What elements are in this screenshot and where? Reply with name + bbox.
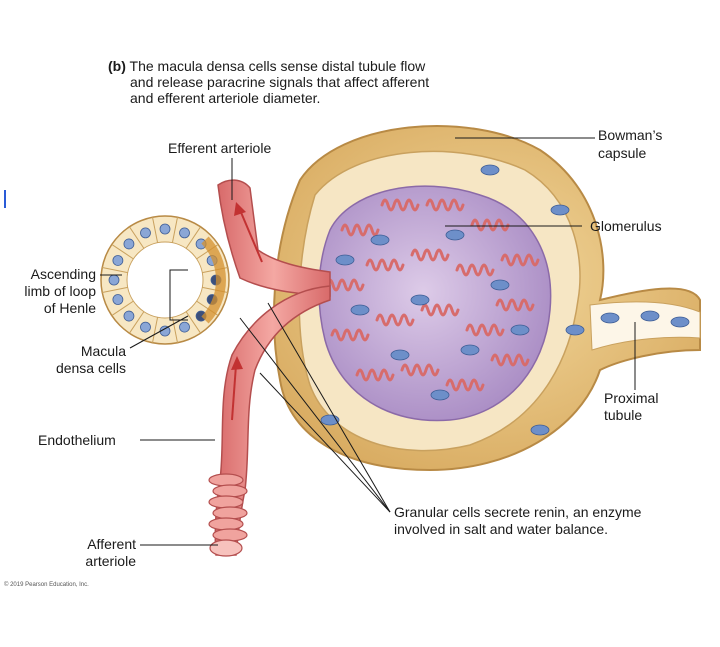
label-proximal-1: Proximal (604, 390, 658, 407)
label-proximal-2: tubule (604, 407, 642, 424)
coil-ring (213, 507, 247, 519)
tubule-cell-nucleus (180, 228, 190, 238)
label-endothelium: Endothelium (38, 432, 116, 449)
nucleus (601, 313, 619, 323)
label-granular-1: Granular cells secrete renin, an enzyme (394, 504, 641, 521)
tubule-cell-nucleus (140, 322, 150, 332)
nucleus (671, 317, 689, 327)
caption-prefix: (b) (108, 58, 126, 74)
nucleus (491, 280, 509, 290)
tubule-cell-nucleus (140, 228, 150, 238)
nucleus (511, 325, 529, 335)
nucleus (531, 425, 549, 435)
caption-line-3: and efferent arteriole diameter. (108, 90, 429, 106)
label-granular-2: involved in salt and water balance. (394, 521, 608, 538)
nucleus (481, 165, 499, 175)
nucleus (351, 305, 369, 315)
nucleus (641, 311, 659, 321)
tubule-cell-nucleus (109, 275, 119, 285)
label-afferent-2: arteriole (40, 553, 136, 570)
nucleus (336, 255, 354, 265)
nucleus (461, 345, 479, 355)
tubule-cell-nucleus (160, 224, 170, 234)
ascending-limb-cells (101, 216, 229, 344)
coil-ring (213, 529, 247, 541)
nucleus (391, 350, 409, 360)
caption-line-1: The macula densa cells sense distal tubu… (130, 58, 426, 74)
label-glomerulus: Glomerulus (590, 218, 662, 235)
label-macula-1: Macula (10, 343, 126, 360)
tubule-lumen (127, 242, 203, 318)
label-ascending-2: limb of loop (2, 283, 96, 300)
nucleus (411, 295, 429, 305)
nucleus (371, 235, 389, 245)
nucleus (431, 390, 449, 400)
nucleus (446, 230, 464, 240)
label-bowmans-capsule-2: capsule (598, 145, 646, 162)
left-edge-link-fragment (0, 190, 6, 208)
label-efferent-arteriole: Efferent arteriole (168, 140, 271, 157)
coil-ring (209, 474, 243, 486)
coil-ring (209, 518, 243, 530)
nucleus (566, 325, 584, 335)
tubule-cell-nucleus (124, 311, 134, 321)
label-ascending-1: Ascending (2, 266, 96, 283)
afferent-arteriole-opening (210, 540, 242, 556)
figure-caption: (b) The macula densa cells sense distal … (108, 58, 429, 106)
label-afferent-1: Afferent (40, 536, 136, 553)
label-macula-2: densa cells (10, 360, 126, 377)
label-ascending-3: of Henle (2, 300, 96, 317)
tubule-cell-nucleus (113, 295, 123, 305)
tubule-cell-nucleus (124, 239, 134, 249)
tubule-cell-nucleus (113, 255, 123, 265)
tubule-cell-nucleus (180, 322, 190, 332)
nucleus (551, 205, 569, 215)
copyright-credit: © 2019 Pearson Education, Inc. (4, 582, 89, 588)
coil-ring (213, 485, 247, 497)
coil-ring (209, 496, 243, 508)
label-bowmans-capsule-1: Bowman’s (598, 127, 662, 144)
caption-line-2: and release paracrine signals that affec… (108, 74, 429, 90)
